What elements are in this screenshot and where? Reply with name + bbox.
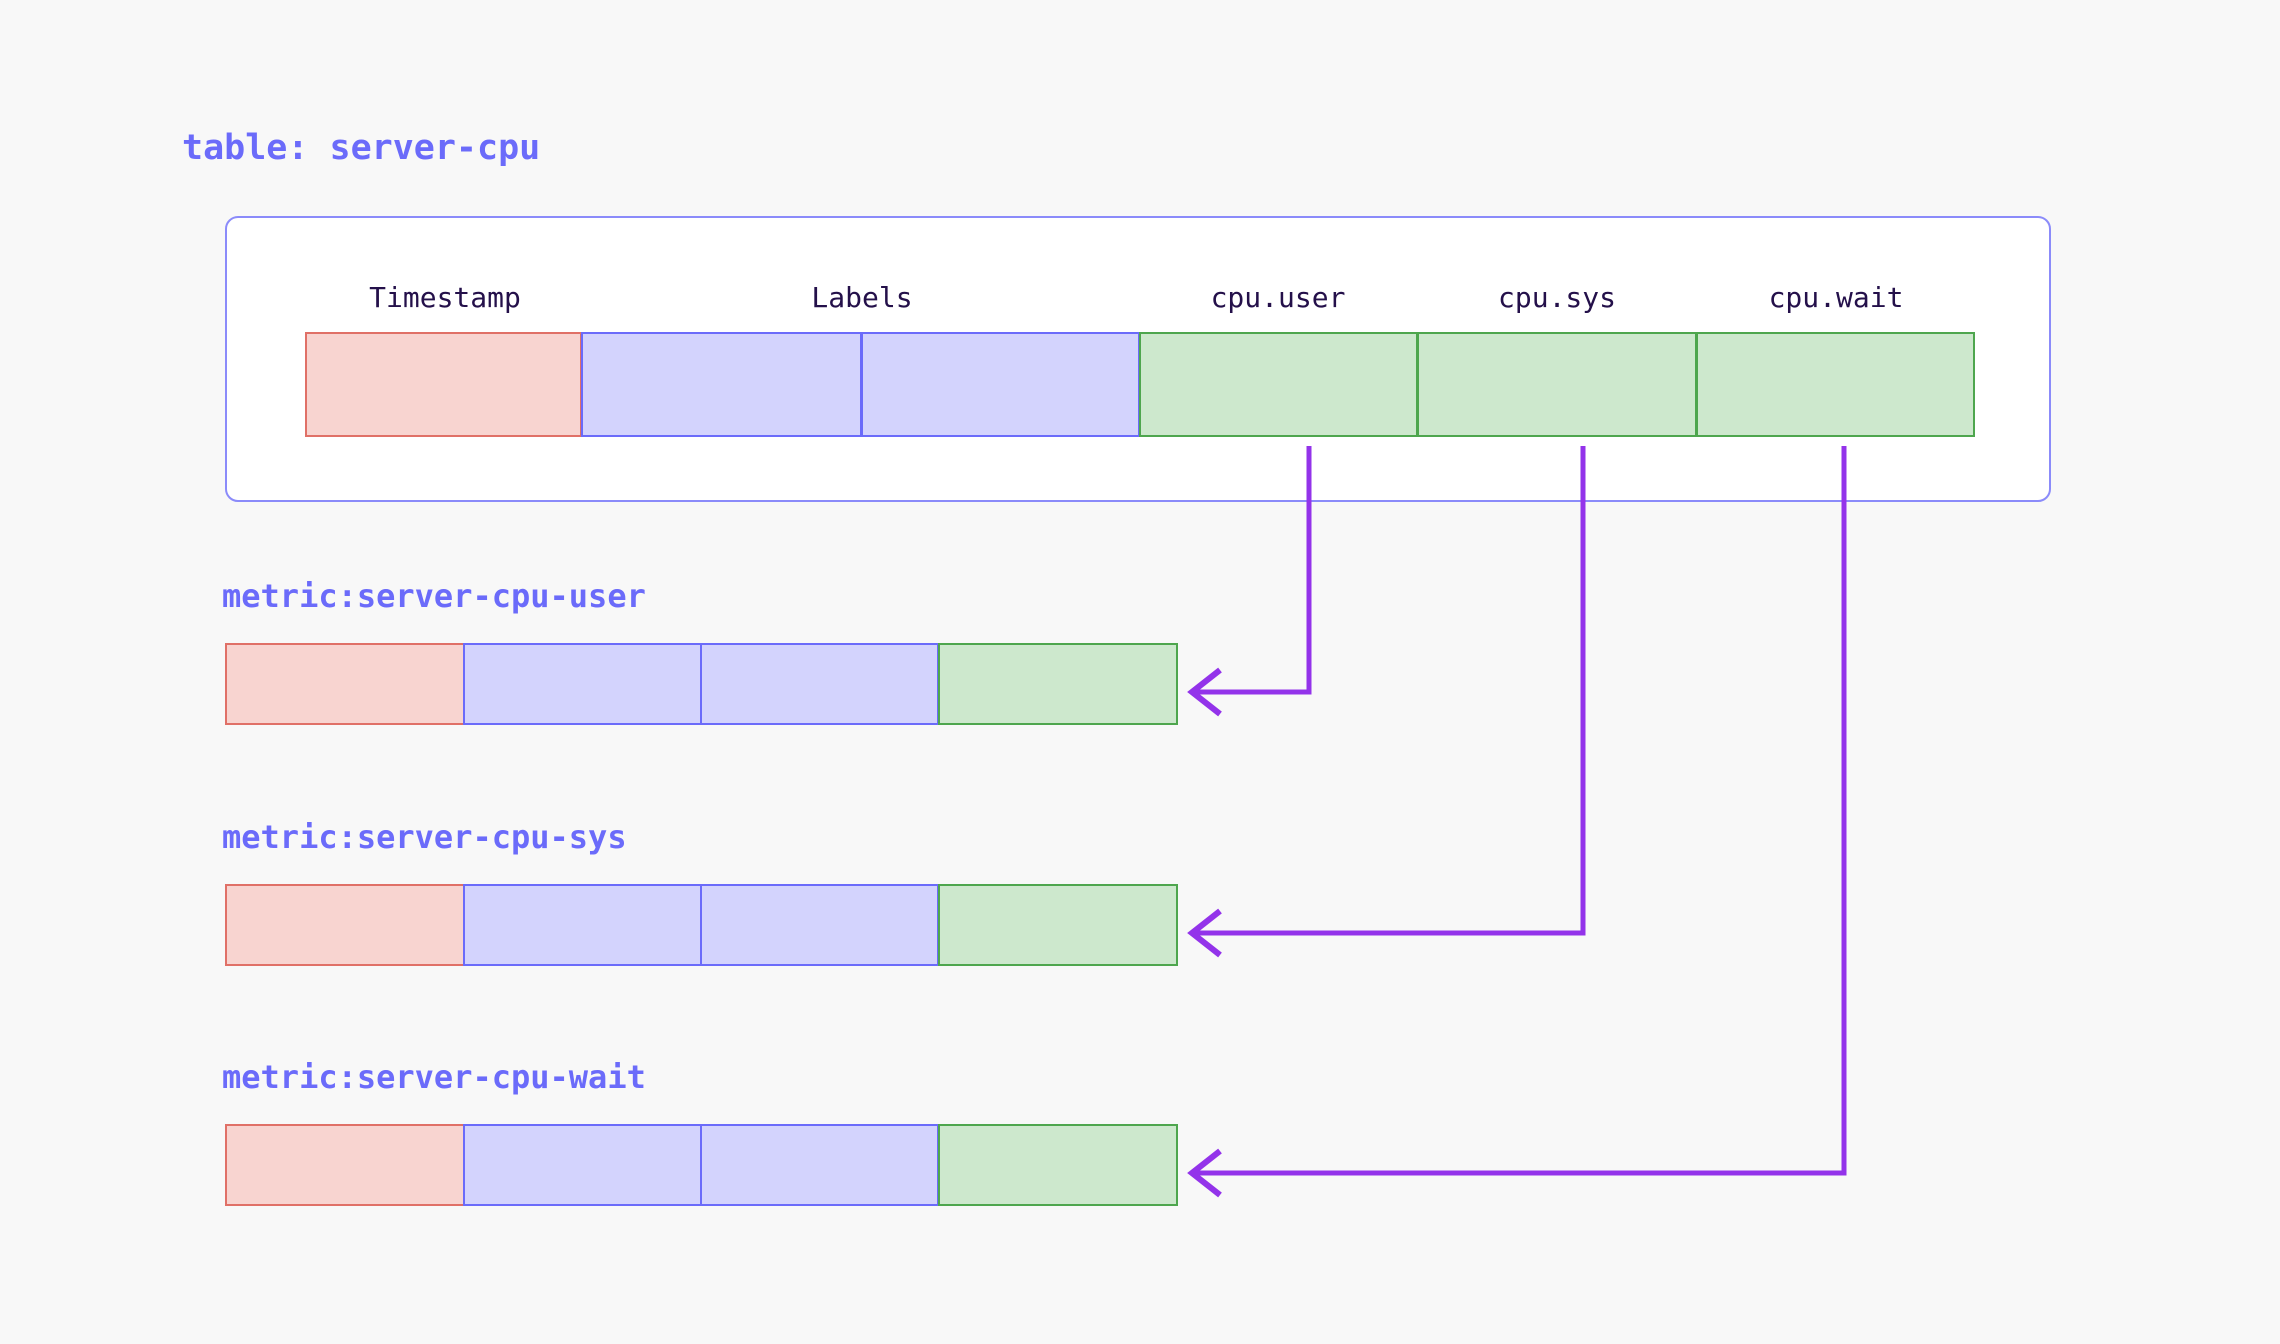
table-cell-green: [1139, 332, 1418, 437]
column-header-cpu-wait: cpu.wait: [1768, 281, 1904, 314]
table-cell-pink: [305, 332, 582, 437]
table-cell-blue: [861, 332, 1140, 437]
metric-cell-blue: [700, 643, 939, 725]
metric-cell-green: [938, 1124, 1178, 1206]
metric-cell-blue: [463, 1124, 702, 1206]
metric-cell-green: [938, 643, 1178, 725]
arrowhead: [1187, 667, 1222, 717]
table-cell-green: [1696, 332, 1975, 437]
arrowhead: [1187, 908, 1222, 958]
metric-label-2: metric:server-cpu-wait: [222, 1058, 646, 1096]
metric-cell-pink: [225, 1124, 465, 1206]
metric-cell-pink: [225, 884, 465, 966]
column-header-labels: Labels: [811, 281, 913, 314]
metric-label-1: metric:server-cpu-sys: [222, 818, 627, 856]
arrow-cpu-sys: [1187, 446, 1586, 958]
metric-cell-green: [938, 884, 1178, 966]
metric-cell-blue: [700, 1124, 939, 1206]
metric-cell-blue: [463, 884, 702, 966]
table-title: table: server-cpu: [182, 128, 541, 168]
column-header-cpu-user: cpu.user: [1210, 281, 1346, 314]
arrow-cpu-wait: [1187, 446, 1847, 1198]
metric-cell-blue: [700, 884, 939, 966]
metric-cell-pink: [225, 643, 465, 725]
table-cell-blue: [581, 332, 862, 437]
metric-cell-blue: [463, 643, 702, 725]
arrowhead: [1187, 1148, 1222, 1198]
metric-label-0: metric:server-cpu-user: [222, 577, 646, 615]
column-header-timestamp: Timestamp: [369, 281, 521, 314]
table-cell-green: [1417, 332, 1697, 437]
column-header-cpu-sys: cpu.sys: [1497, 281, 1617, 314]
